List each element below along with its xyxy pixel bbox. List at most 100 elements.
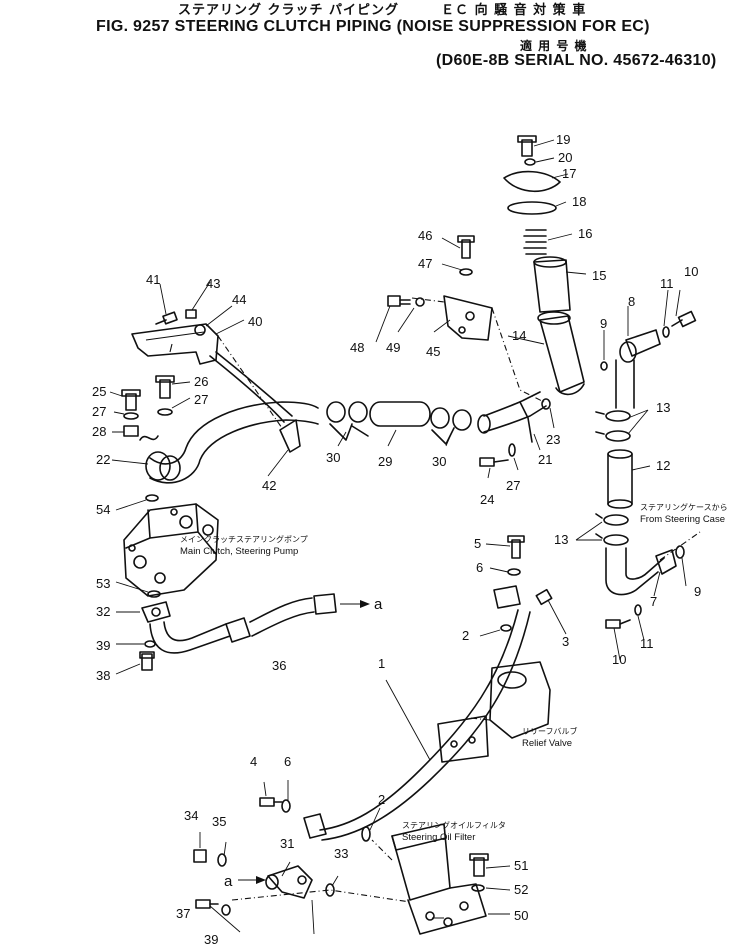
bolt-4 [259,797,283,807]
elbow-8 [615,329,661,409]
hose-29 [369,401,431,427]
callout-17: 17 [562,166,576,181]
o-ring-2-upper [500,624,512,632]
callout-10-upper: 10 [684,264,698,279]
callout-38: 38 [96,668,110,683]
relief-valve-label-jp: リリーフバルブ [522,726,578,736]
callout-46: 46 [418,228,432,243]
bracket-45 [443,295,493,341]
fitting-31 [265,865,313,899]
pump-label-jp: メインクラッチステアリングポンプ [180,534,308,544]
relief-valve-label: Relief Valve [522,738,572,749]
bolt-10-lower [605,619,631,629]
o-ring-53 [147,590,161,598]
elbow-7 [605,547,677,596]
cap-17 [503,170,561,192]
bolt-37 [195,899,219,909]
bolt-5 [507,535,525,559]
callout-11-upper: 11 [660,276,674,291]
callout-21: 21 [538,452,552,467]
callout-27-left: 27 [92,404,106,419]
callout-4: 4 [250,754,257,769]
callout-13-upper: 13 [656,400,670,415]
callout-52: 52 [514,882,528,897]
callout-19: 19 [556,132,570,147]
o-ring-9-lower [675,545,685,559]
fitting-6-upper-block [493,568,521,609]
bolts-25-26-washers-27-28 [121,375,175,441]
o-ring-35 [217,853,227,867]
o-ring-9-upper [600,361,608,371]
callout-10-lower: 10 [612,652,626,667]
callout-37: 37 [176,906,190,921]
callout-11-lower: 11 [640,636,654,651]
washer-47 [459,268,473,276]
callout-26: 26 [194,374,208,389]
callout-9-upper: 9 [600,316,607,331]
arrow-from-a-lower [238,876,266,884]
o-ring-54 [145,494,159,502]
callout-16: 16 [578,226,592,241]
callout-3: 3 [562,634,569,649]
callout-13-lower: 13 [554,532,568,547]
bolt-24-washer-27 [479,443,516,467]
o-ring-2-lower [361,826,371,842]
bolt-41 [155,311,178,325]
callout-42: 42 [262,478,276,493]
clamp-30-left [326,401,369,441]
callout-5: 5 [474,536,481,551]
callout-15: 15 [592,268,606,283]
callout-18: 18 [572,194,586,209]
callout-41: 41 [146,272,160,287]
callout-23: 23 [546,432,560,447]
callout-14: 14 [512,328,526,343]
callout-2-upper: 2 [462,628,469,643]
o-ring-39-lower [221,904,231,916]
washer-44 [194,324,206,336]
callout-40: 40 [248,314,262,329]
nut-43 [185,309,197,319]
callout-32: 32 [96,604,110,619]
element-15 [533,256,571,313]
callout-22: 22 [96,452,110,467]
callout-2-lower: 2 [378,792,385,807]
serial-range: (D60E-8B SERIAL NO. 45672-46310) [436,52,717,69]
callout-49: 49 [386,340,400,355]
clamps-13-upper [595,410,631,442]
clamps-13-lower [595,513,629,546]
washer-20 [524,158,536,166]
applicability-japanese: 適 用 号 機 [520,39,588,53]
pump-label: Main Clutch, Steering Pump [180,546,298,557]
washer-52 [471,884,485,892]
callout-45: 45 [426,344,440,359]
plug-3 [535,588,553,606]
hose-12 [607,449,633,509]
arrow-to-a-upper [340,600,370,608]
callout-27-center: 27 [194,392,208,407]
bracket-40 [131,323,219,365]
figure-title: FIG. 9257 STEERING CLUTCH PIPING (NOISE … [96,18,650,35]
callout-39-upper: 39 [96,638,110,653]
callout-54: 54 [96,502,110,517]
tube-14 [537,311,585,396]
annotations: メインクラッチステアリングポンプ Main Clutch, Steering P… [180,502,728,890]
oil-filter-label-jp: ステアリングオイルフィルタ [402,820,506,830]
main-clutch-steering-pump [123,503,219,597]
title-japanese: ステアリング クラッチ パイピング ＥＣ 向 騒 音 対 策 車 [178,3,587,18]
hose-42 [209,351,301,453]
callout-27-right: 27 [506,478,520,493]
steering-oil-filter [391,823,487,935]
callout-9-lower: 9 [694,584,701,599]
leader-lines [109,139,687,935]
ref-a-upper: a [374,596,383,613]
bolt-19 [517,135,537,157]
callout-36: 36 [272,658,286,673]
callout-48: 48 [350,340,364,355]
callout-51: 51 [514,858,528,873]
clamp-30-right [430,407,472,445]
callout-24: 24 [480,492,494,507]
callout-30-left: 30 [326,450,340,465]
spring-16 [523,229,547,255]
